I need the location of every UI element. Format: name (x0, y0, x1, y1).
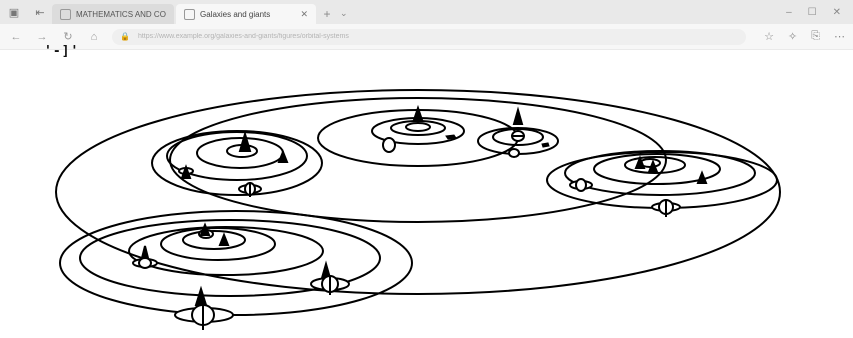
center-right-system (478, 110, 558, 157)
left-upper-system (152, 131, 322, 197)
outer-system (56, 90, 780, 294)
left-lower-system (60, 211, 412, 330)
